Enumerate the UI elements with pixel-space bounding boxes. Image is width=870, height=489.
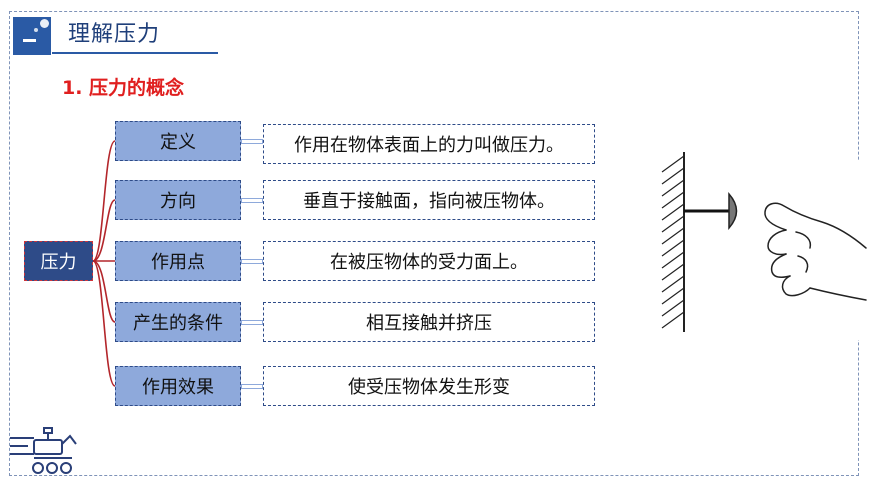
connector xyxy=(241,139,263,144)
section-title: 理解压力 xyxy=(68,22,161,47)
root-node: 压力 xyxy=(24,241,93,281)
node-conditions: 产生的条件 xyxy=(115,302,241,342)
desc-conditions: 相互接触并挤压 xyxy=(263,302,595,342)
desc-action-point: 在被压物体的受力面上。 xyxy=(263,241,595,281)
node-effect: 作用效果 xyxy=(115,366,241,406)
connector xyxy=(241,198,263,203)
frame-gap xyxy=(854,160,866,340)
connector xyxy=(241,259,263,264)
node-direction: 方向 xyxy=(115,180,241,220)
section-badge-icon xyxy=(13,17,51,55)
title-underline xyxy=(52,52,218,54)
connector xyxy=(241,384,263,389)
desc-effect: 使受压物体发生形变 xyxy=(263,366,595,406)
desc-direction: 垂直于接触面，指向被压物体。 xyxy=(263,180,595,220)
node-action-point: 作用点 xyxy=(115,241,241,281)
subtitle: 1. 压力的概念 xyxy=(62,77,185,99)
desc-definition: 作用在物体表面上的力叫做压力。 xyxy=(263,124,595,164)
connector xyxy=(241,320,263,325)
node-definition: 定义 xyxy=(115,121,241,161)
